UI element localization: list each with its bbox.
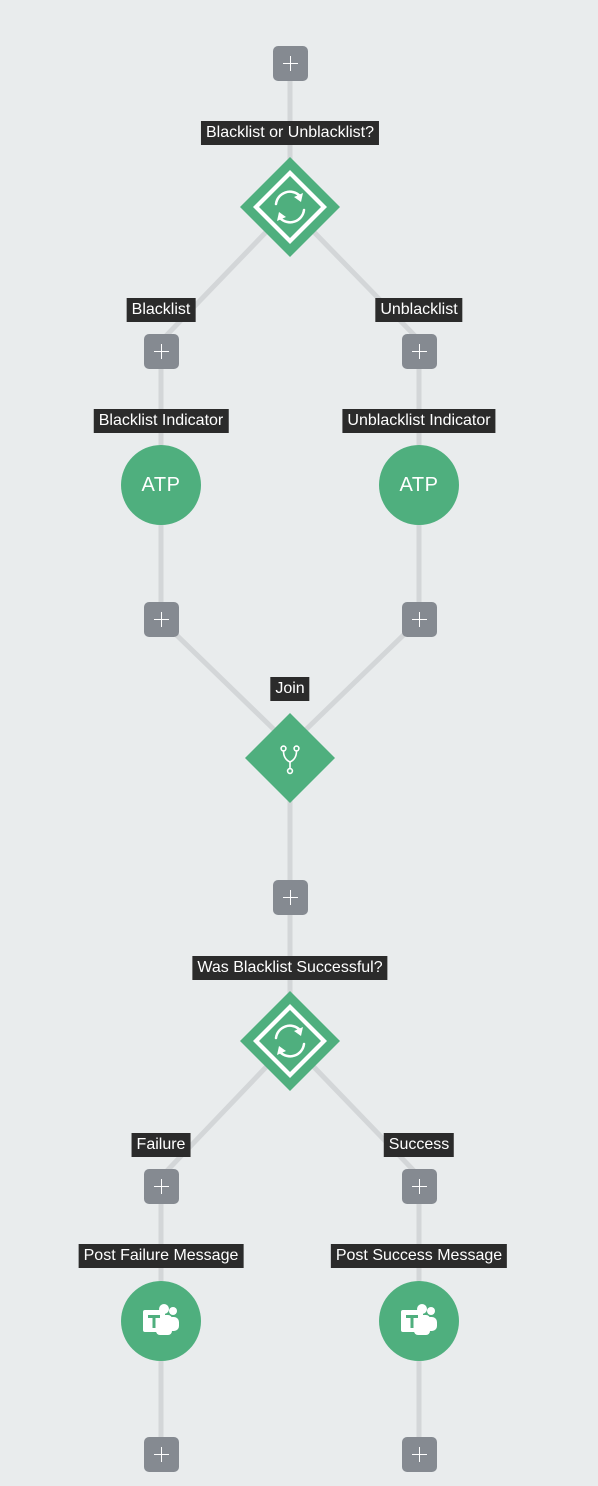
action-label-unblacklist-indicator: Unblacklist Indicator bbox=[342, 409, 496, 433]
branch-label-blacklist: Blacklist bbox=[126, 298, 196, 322]
decision-node[interactable] bbox=[239, 990, 341, 1092]
plus-icon bbox=[154, 1447, 169, 1462]
plus-icon bbox=[154, 1179, 169, 1194]
plus-icon bbox=[154, 612, 169, 627]
connector-decision2-left bbox=[160, 1063, 270, 1178]
teams-icon bbox=[401, 1304, 437, 1335]
add-step-button[interactable] bbox=[402, 334, 437, 369]
plus-icon bbox=[283, 56, 298, 71]
branch-label-unblacklist: Unblacklist bbox=[375, 298, 463, 322]
add-step-button[interactable] bbox=[144, 1437, 179, 1472]
teams-icon bbox=[143, 1304, 179, 1335]
refresh-icon bbox=[274, 1024, 306, 1058]
action-node-blacklist-indicator[interactable]: ATP bbox=[121, 445, 201, 525]
join-label: Join bbox=[270, 677, 310, 701]
atp-icon: ATP bbox=[399, 473, 439, 496]
plus-icon bbox=[154, 344, 169, 359]
add-step-button[interactable] bbox=[273, 880, 308, 915]
action-label-blacklist-indicator: Blacklist Indicator bbox=[93, 409, 229, 433]
add-step-button[interactable] bbox=[273, 46, 308, 81]
action-label-post-success-message: Post Success Message bbox=[330, 1244, 508, 1268]
add-step-button[interactable] bbox=[144, 334, 179, 369]
action-node-post-success-message[interactable] bbox=[379, 1281, 459, 1361]
branch-label-failure: Failure bbox=[131, 1133, 191, 1157]
plus-icon bbox=[412, 612, 427, 627]
refresh-icon bbox=[274, 190, 306, 224]
decision-label: Blacklist or Unblacklist? bbox=[200, 121, 380, 145]
decision-node[interactable] bbox=[239, 156, 341, 258]
decision-label: Was Blacklist Successful? bbox=[192, 956, 388, 980]
add-step-button[interactable] bbox=[144, 1169, 179, 1204]
plus-icon bbox=[412, 1447, 427, 1462]
join-node[interactable] bbox=[245, 713, 335, 803]
action-node-unblacklist-indicator[interactable]: ATP bbox=[379, 445, 459, 525]
action-label-post-failure-message: Post Failure Message bbox=[78, 1244, 244, 1268]
plus-icon bbox=[412, 1179, 427, 1194]
add-step-button[interactable] bbox=[402, 1437, 437, 1472]
atp-icon: ATP bbox=[141, 473, 181, 496]
connector-right-to-join bbox=[288, 618, 421, 747]
connector-decision2-right bbox=[310, 1063, 421, 1178]
connector-left-to-join bbox=[159, 618, 292, 747]
add-step-button[interactable] bbox=[402, 1169, 437, 1204]
plus-icon bbox=[412, 344, 427, 359]
plus-icon bbox=[283, 890, 298, 905]
action-node-post-failure-message[interactable] bbox=[121, 1281, 201, 1361]
add-step-button[interactable] bbox=[402, 602, 437, 637]
merge-icon bbox=[280, 745, 300, 775]
branch-label-success: Success bbox=[383, 1133, 455, 1157]
add-step-button[interactable] bbox=[144, 602, 179, 637]
